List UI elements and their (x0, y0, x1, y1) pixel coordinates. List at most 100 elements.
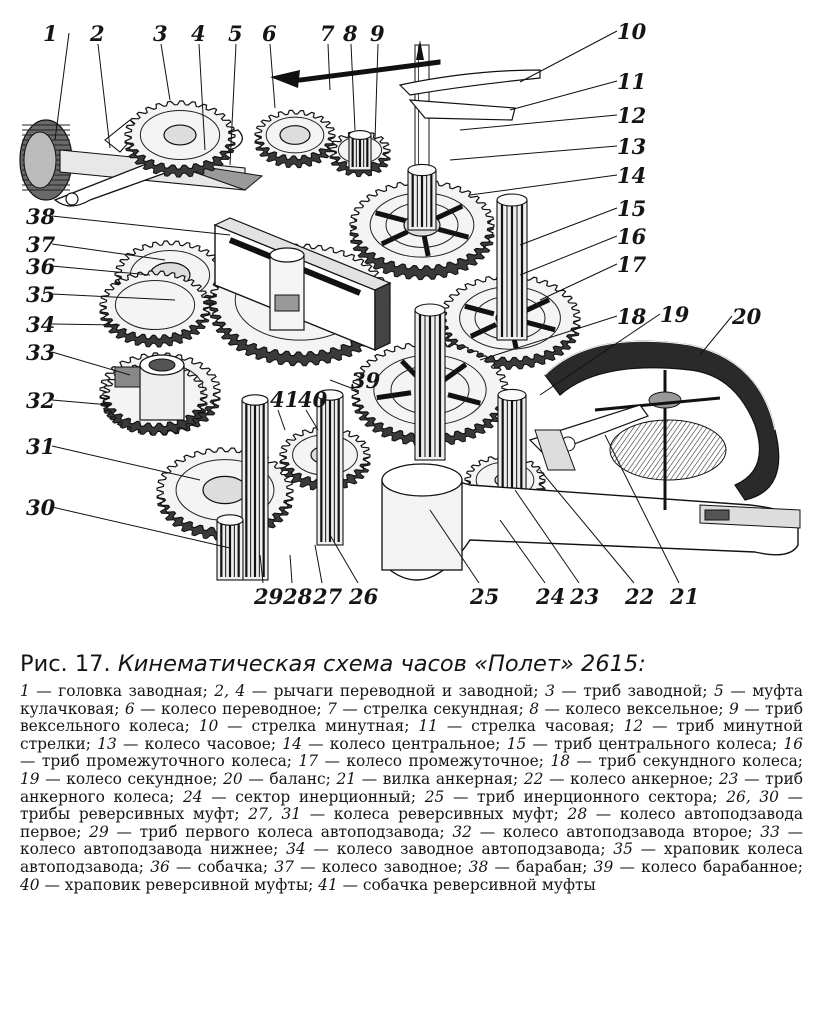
legend-number: 34 (286, 840, 306, 859)
legend-text: — колесо часовое; (116, 734, 283, 753)
legend-item: 22 — колесо анкерное; (524, 770, 719, 788)
reversing-pinion-right (316, 389, 344, 546)
balance-arm (594, 396, 721, 412)
legend-text: — колесо секундное; (39, 769, 224, 788)
legend-text: — храповик колеса автоподзавода; (20, 840, 803, 876)
callout-label: 2 (90, 21, 105, 46)
callout-label: 14 (617, 163, 647, 188)
leader-line (374, 43, 379, 141)
callout-label: 38 (26, 204, 56, 229)
hairspring (609, 419, 727, 481)
legend-item: 17 — колесо промежуточное; (298, 752, 550, 771)
legend-item: 23 — триб анкерного колеса; (20, 770, 803, 806)
leader-line (509, 80, 618, 111)
legend-number: 3 (545, 682, 555, 700)
parts-legend: 1 — головка заводная; 2, 4 — рычаги пере… (20, 682, 804, 894)
leader-line (54, 32, 70, 141)
legend-text: — триб центрального колеса; (526, 734, 784, 753)
legend-text: — триб минутной стрелки; (20, 717, 803, 753)
legend-number: 24 (182, 787, 203, 806)
callout-label: 10 (617, 19, 647, 44)
arbor-tip (416, 40, 424, 60)
leader-line (350, 43, 356, 131)
callout-label: 16 (617, 224, 647, 249)
callout-label: 30 (26, 495, 56, 520)
leader-line (51, 215, 231, 236)
legend-number: 9 (729, 699, 739, 718)
legend-item: 36 — собачка; (150, 858, 274, 876)
leader-line (459, 114, 618, 131)
caption-title-text: Кинематическая схема часов «Полет» 2615: (117, 651, 646, 677)
legend-text: — триб первого колеса автоподзавода; (108, 822, 453, 841)
legend-number: 14 (282, 734, 302, 753)
callout-label: 29 (254, 584, 284, 609)
legend-number: 21 (336, 769, 357, 788)
legend-item: 32 — колесо автоподзавода второе; (452, 823, 760, 841)
legend-number: 25 (424, 787, 445, 806)
legend-item: 19 — колесо секундное; (20, 770, 223, 788)
callout-label: 25 (470, 584, 500, 609)
leader-line (229, 43, 237, 166)
leader-line (51, 351, 131, 376)
callout-label: 12 (617, 103, 647, 128)
caption-prefix: Рис. 17. (20, 651, 111, 677)
legend-text: — барабан; (488, 857, 594, 876)
legend-item: 13 — колесо часовое; (97, 735, 282, 753)
callout-label: 18 (617, 304, 647, 329)
legend-text: — баланс; (242, 769, 337, 788)
legend-text: — трибы реверсивных муфт; (20, 787, 804, 824)
reversing-pinion-lower (216, 514, 244, 581)
legend-text: — триб промежуточного колеса; (20, 752, 299, 771)
callout-label: 21 (670, 584, 700, 609)
minute-hand (398, 69, 541, 96)
callout-label: 19 (660, 302, 690, 327)
legend-item: 15 — триб центрального колеса; (507, 735, 784, 753)
callout-label: 34 (26, 312, 56, 337)
callout-label: 32 (26, 388, 56, 413)
leader-line (51, 445, 201, 481)
leader-lines (51, 30, 733, 584)
callout-label: 11 (617, 69, 647, 94)
gear-train (19, 40, 801, 581)
legend-number: 19 (20, 769, 40, 788)
legend-text: — вилка анкерная; (356, 769, 524, 788)
leader-line (499, 519, 546, 584)
third-wheel-pinion (496, 193, 528, 341)
center-wheel-pinion (414, 303, 446, 461)
legend-number: 10 (198, 717, 219, 736)
legend-text: — колеса реверсивных муфт; (301, 805, 568, 824)
legend-number: 11 (418, 717, 438, 736)
legend-item: 27, 31 — колеса реверсивных муфт; (248, 805, 567, 823)
kinematic-diagram (19, 30, 801, 584)
leader-line (519, 207, 618, 246)
callout-label: 24 (536, 584, 566, 609)
legend-number: 1 (20, 682, 30, 700)
inertia-sector (381, 463, 801, 581)
legend-number: 27, 31 (248, 805, 302, 824)
callout-label: 41 (270, 387, 300, 412)
legend-item: 26, 30 — трибы реверсивных муфт; (20, 788, 803, 824)
legend-item: 2, 4 — рычаги переводной и заводной; (214, 682, 545, 700)
legend-number: 16 (783, 734, 804, 753)
callout-label: 17 (617, 252, 647, 277)
legend-text: — сектор инерционный; (202, 787, 425, 806)
legend-text: — триб секундного колеса; (570, 752, 803, 771)
legend-item: 34 — колесо заводное автоподзавода; (286, 840, 613, 859)
legend-number: 7 (327, 699, 337, 718)
legend-text: — колесо вексельное; (539, 699, 730, 718)
callout-label: 35 (26, 282, 56, 307)
leader-line (277, 409, 286, 431)
legend-item: 20 — баланс; (223, 770, 336, 788)
legend-text: — храповик реверсивной муфты; (39, 875, 319, 894)
leader-line (429, 509, 480, 584)
leader-line (160, 43, 171, 101)
callout-label: 36 (26, 254, 56, 279)
legend-text: — головка заводная; (29, 682, 215, 700)
legend-item: 21 — вилка анкерная; (336, 770, 523, 788)
callout-label: 1 (43, 21, 58, 46)
callout-label: 4 (191, 21, 206, 46)
legend-item: 24 — сектор инерционный; (183, 788, 425, 806)
leader-line (97, 43, 111, 149)
leader-line (305, 409, 319, 431)
legend-item: 29 — триб первого колеса автоподзавода; (89, 823, 452, 841)
